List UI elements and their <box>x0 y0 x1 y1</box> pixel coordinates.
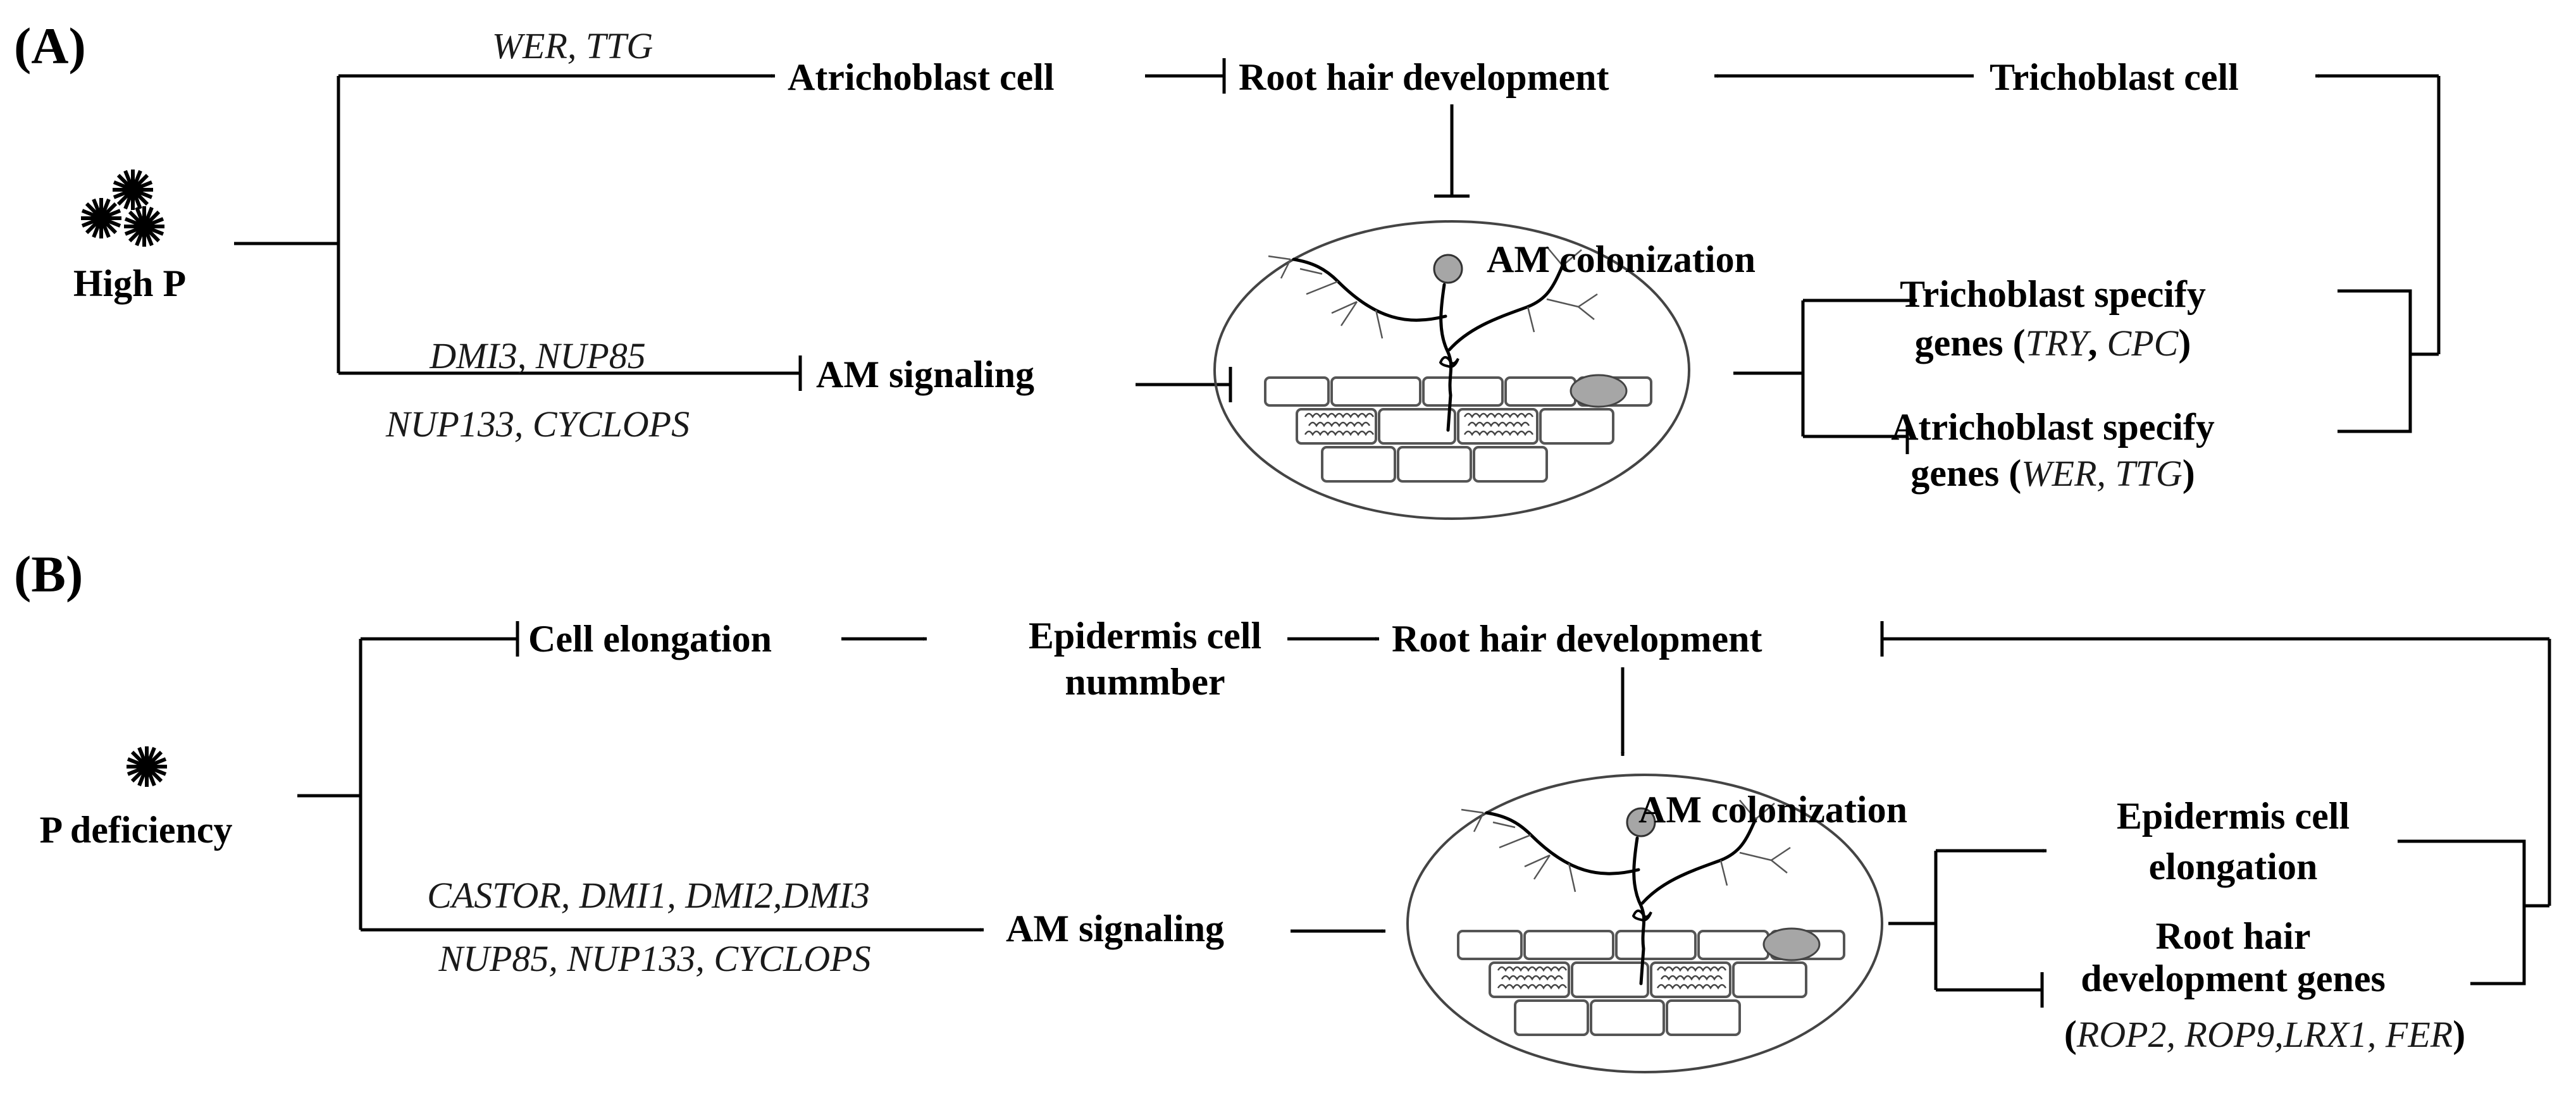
root-hair-development-label-b: Root hair development <box>1392 618 1762 660</box>
gene-box-bracket-b <box>2398 839 2526 985</box>
epidermis-cell-number-line2: nummber <box>1065 661 1225 703</box>
am-colonization-label-b: AM colonization <box>1638 789 1907 831</box>
gene-box-bracket-a <box>2338 289 2412 433</box>
gene-label-castor-dmi: CASTOR, DMI1, DMI2,DMI3 <box>427 875 870 916</box>
atrichoblast-cell-label: Atrichoblast cell <box>788 56 1055 98</box>
am-signaling-label-b: AM signaling <box>1006 908 1224 949</box>
am-signaling-label-a: AM signaling <box>816 354 1034 395</box>
root-hair-genes-line2: development genes <box>2081 958 2386 999</box>
p-deficiency-label: P deficiency <box>40 809 233 851</box>
trichoblast-genes-list: genes (TRY, CPC) <box>1915 322 2191 364</box>
high-p-icon <box>81 170 164 247</box>
root-hair-genes-line1: Root hair <box>2156 915 2311 957</box>
gene-label-nup133-cyclops-a: NUP133, CYCLOPS <box>385 404 690 445</box>
p-deficiency-icon <box>127 746 167 787</box>
root-hair-genes-list: (ROP2, ROP9,LRX1, FER) <box>2064 1013 2465 1055</box>
root-hair-development-label-a: Root hair development <box>1239 56 1609 98</box>
panel-a-label: (A) <box>14 17 86 75</box>
atrichoblast-genes-title: Atrichoblast specify <box>1891 406 2215 448</box>
gene-label-nup-cyclops-b: NUP85, NUP133, CYCLOPS <box>438 938 870 979</box>
epidermis-cell-number-line1: Epidermis cell <box>1029 615 1261 657</box>
trichoblast-cell-label: Trichoblast cell <box>1990 56 2239 98</box>
high-p-label: High P <box>73 262 186 304</box>
epidermis-elongation-line1: Epidermis cell <box>2117 795 2350 837</box>
cell-elongation-label: Cell elongation <box>528 618 772 660</box>
gene-label-dmi3-nup85: DMI3, NUP85 <box>429 335 646 376</box>
atrichoblast-genes-list: genes (WER, TTG) <box>1910 452 2195 494</box>
epidermis-elongation-line2: elongation <box>2149 846 2318 887</box>
panel-b-label: (B) <box>14 545 83 603</box>
am-colonization-label-a: AM colonization <box>1487 238 1756 280</box>
gene-label-wer-ttg: WER, TTG <box>492 25 653 66</box>
trichoblast-genes-title: Trichoblast specify <box>1900 273 2206 315</box>
